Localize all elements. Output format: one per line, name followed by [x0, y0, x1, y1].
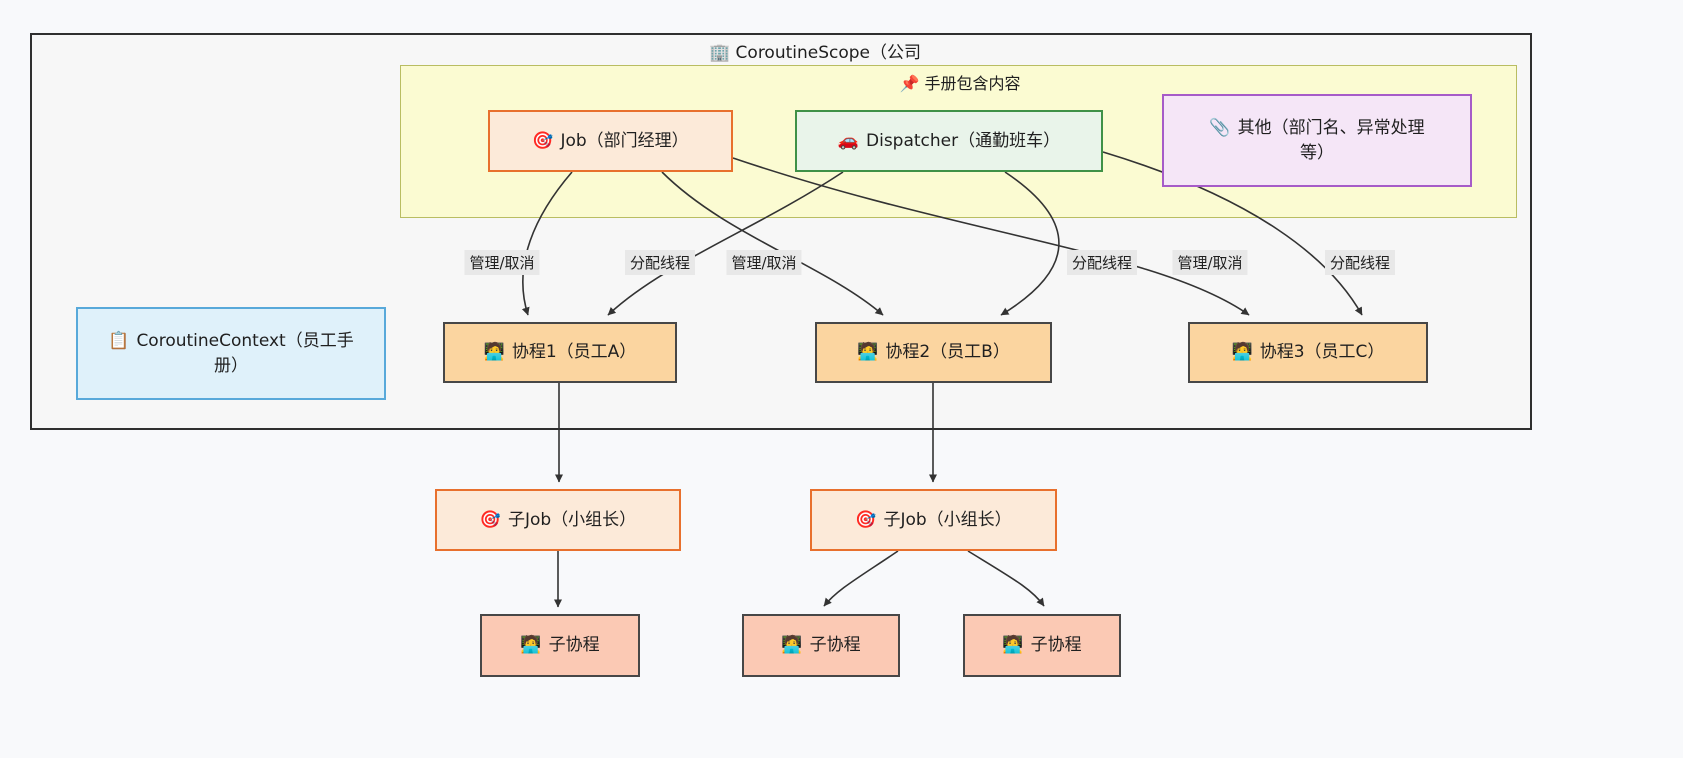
node-coroutine1-label: 协程1（员工A） — [511, 342, 637, 363]
node-dispatcher: 🚗 Dispatcher（通勤班车） — [795, 110, 1103, 172]
node-job-label: Job（部门经理） — [560, 130, 689, 151]
node-coroutine2: 🧑‍💻 协程2（员工B） — [815, 322, 1052, 383]
node-subcoroutine2: 🧑‍💻 子协程 — [742, 614, 900, 677]
manual-title-text: 手册包含内容 — [924, 74, 1021, 93]
edge-subjob2-to-subcoroutine2 — [823, 550, 899, 607]
technologist-icon: 🧑‍💻 — [520, 635, 542, 656]
edge-subjob2-to-subcoroutine3 — [967, 550, 1045, 607]
technologist-icon: 🧑‍💻 — [781, 635, 803, 656]
target-icon: 🎯 — [532, 130, 554, 151]
coroutine-scope-title: 🏢 CoroutineScope（公司 — [709, 38, 921, 63]
clipboard-icon: 📋 — [108, 330, 130, 351]
manual-title: 📌 手册包含内容 — [899, 70, 1020, 94]
node-coroutine3-label: 协程3（员工C） — [1259, 342, 1385, 363]
node-coroutine-context: 📋 CoroutineContext（员工手册） — [76, 307, 386, 400]
paperclip-icon: 📎 — [1209, 117, 1231, 138]
node-subjob2-label: 子Job（小组长） — [883, 509, 1012, 530]
node-coroutine-context-label: CoroutineContext（员工手册） — [136, 330, 354, 376]
node-subcoroutine3: 🧑‍💻 子协程 — [963, 614, 1121, 677]
pushpin-icon: 📌 — [899, 74, 920, 93]
edge-label-assign-thread: 分配线程 — [624, 250, 696, 275]
node-dispatcher-label: Dispatcher（通勤班车） — [866, 130, 1061, 151]
coroutine-scope-title-text: CoroutineScope（公司 — [735, 43, 922, 63]
edge-label-manage-cancel: 管理/取消 — [1172, 250, 1248, 275]
edge-label-assign-thread: 分配线程 — [1324, 250, 1396, 275]
node-job: 🎯 Job（部门经理） — [488, 110, 733, 172]
car-icon: 🚗 — [837, 130, 860, 151]
node-coroutine2-label: 协程2（员工B） — [885, 342, 1010, 363]
node-coroutine3: 🧑‍💻 协程3（员工C） — [1188, 322, 1428, 383]
node-subjob1-label: 子Job（小组长） — [507, 509, 637, 530]
technologist-icon: 🧑‍💻 — [483, 342, 505, 363]
node-subjob2: 🎯 子Job（小组长） — [810, 489, 1057, 551]
node-coroutine1: 🧑‍💻 协程1（员工A） — [443, 322, 677, 383]
node-other-label: 其他（部门名、异常处理等） — [1237, 117, 1425, 163]
node-subjob1: 🎯 子Job（小组长） — [435, 489, 681, 551]
node-subcoroutine1: 🧑‍💻 子协程 — [480, 614, 640, 677]
office-building-icon: 🏢 — [708, 43, 731, 63]
target-icon: 🎯 — [479, 509, 501, 530]
edge-label-manage-cancel: 管理/取消 — [726, 250, 802, 275]
technologist-icon: 🧑‍💻 — [1231, 342, 1253, 363]
node-subcoroutine2-label: 子协程 — [809, 635, 861, 656]
node-other: 📎 其他（部门名、异常处理等） — [1162, 94, 1472, 187]
node-subcoroutine3-label: 子协程 — [1030, 635, 1082, 656]
technologist-icon: 🧑‍💻 — [1002, 635, 1024, 656]
edge-label-manage-cancel: 管理/取消 — [464, 250, 540, 275]
node-subcoroutine1-label: 子协程 — [548, 635, 600, 656]
technologist-icon: 🧑‍💻 — [857, 342, 879, 363]
target-icon: 🎯 — [855, 509, 877, 530]
edge-label-assign-thread: 分配线程 — [1066, 250, 1138, 275]
